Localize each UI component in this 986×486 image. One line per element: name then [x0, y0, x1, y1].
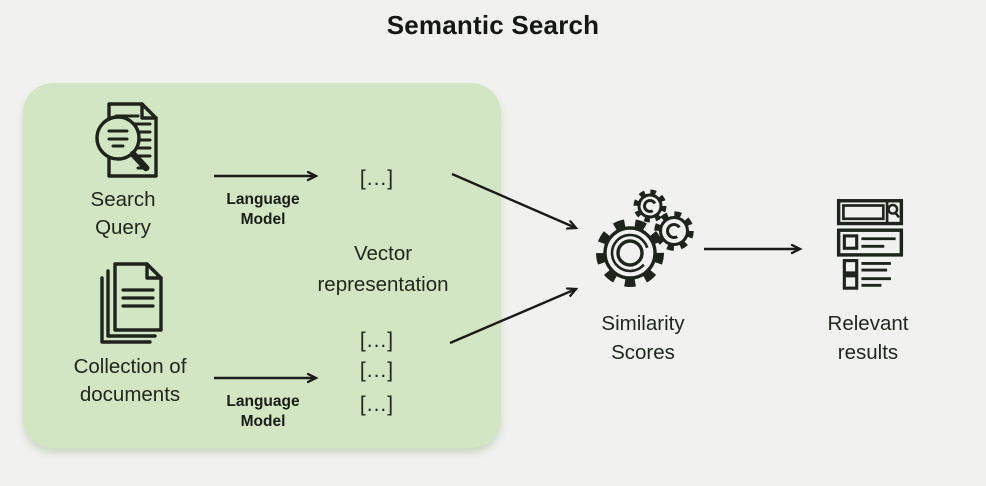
diagram-title: Semantic Search: [386, 10, 600, 40]
query-vector-text: [...]: [359, 167, 395, 190]
similarity-scores-label: Similarity Scores: [601, 312, 685, 364]
vector-representation-label: Vector representation: [317, 242, 449, 296]
language-model-top-label: Language Model: [226, 191, 300, 228]
collection-of-documents-label: Collection of documents: [73, 355, 187, 406]
gears-icon: [596, 189, 694, 287]
document-search-icon: [95, 102, 158, 178]
search-results-icon: [836, 199, 904, 290]
doc-vector-text-3: [...]: [359, 393, 395, 416]
language-model-bottom-label: Language Model: [226, 393, 300, 430]
search-query-label: Search Query: [90, 188, 156, 239]
relevant-results-label: Relevant results: [827, 312, 909, 364]
documents-stack-icon: [100, 262, 163, 344]
doc-vector-text-1: [...]: [359, 329, 395, 352]
doc-vector-text-2: [...]: [359, 359, 395, 382]
